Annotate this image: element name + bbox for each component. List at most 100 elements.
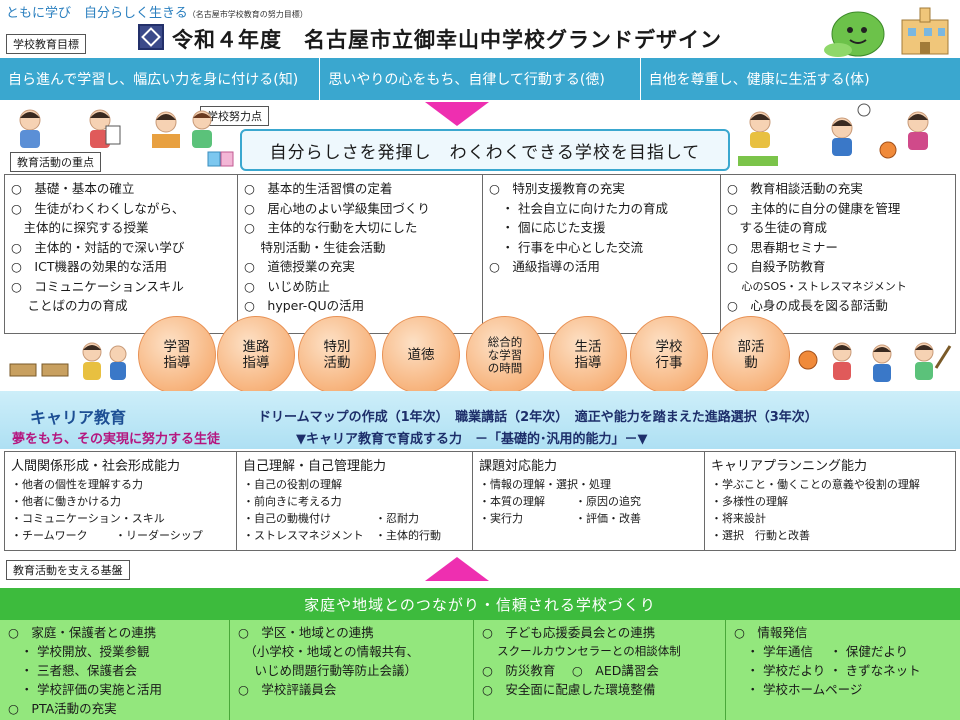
support-item: ○ 防災教育 ○ AED講習会 (482, 663, 659, 678)
support-item: ・ 学校ホームページ (734, 682, 863, 697)
focus-item: ・ 社会自立に向けた力の育成 (489, 200, 668, 216)
ability-item: ・自己の役割の理解 (243, 478, 342, 491)
focus-column-academic: ○ 基礎・基本の確立 ○ 生徒がわくわくしながら、 主体的に探究する授業 ○ 主… (5, 175, 238, 333)
activity-circle: 進路 指導 (217, 316, 295, 394)
ability-head: 自己理解・自己管理能力 (243, 459, 387, 474)
support-item: ・ 学校評価の実施と活用 (8, 682, 162, 697)
activity-circle: 部活 動 (712, 316, 790, 394)
ability-item: ・チームワーク (11, 529, 88, 542)
support-column-safety: ○ 子ども応援委員会との連携 スクールカウンセラーとの相談体制 ○ 防災教育 ○… (474, 620, 726, 720)
focus-item: 主体的に探究する授業 (11, 220, 149, 235)
ability-item: ・コミュニケーション・スキル (11, 512, 165, 525)
abilities-table: 人間関係形成・社会形成能力 ・他者の個性を理解する力 ・他者に働きかける力 ・コ… (4, 451, 956, 551)
focus-column-health: ○ 教育相談活動の充実 ○ 主体的に自分の健康を管理 する生徒の育成 ○ 思春期… (721, 175, 955, 333)
focus-item: ○ 主体的な行動を大切にした (244, 220, 418, 235)
goal-virtue: 思いやりの心をもち、自律して行動する(徳) (320, 58, 641, 100)
focus-item: ○ 心身の成長を図る部活動 (727, 298, 888, 313)
ability-item: ・学ぶこと・働くことの意義や役割の理解 (711, 478, 920, 491)
arrow-up-icon (425, 557, 489, 581)
support-item: ○ 安全面に配慮した環境整備 (482, 682, 656, 697)
ability-item: ・忍耐力 (375, 512, 419, 525)
support-item: （小学校・地域との情報共有、 (238, 644, 420, 659)
focus-points-label: 教育活動の重点 (10, 152, 101, 172)
foundation-label: 教育活動を支える基盤 (6, 560, 130, 580)
focus-item: ○ 主体的・対話的で深い学び (11, 239, 185, 255)
school-emblem-icon (138, 24, 164, 50)
mascot-mountain-illustration (824, 7, 949, 57)
header-caption-main: ともに学び 自分らしく生きる (6, 6, 188, 21)
career-education-band (0, 391, 960, 449)
ability-item: ・原因の追究 (575, 495, 641, 508)
focus-item: ○ 教育相談活動の充実 (727, 181, 863, 196)
support-item: いじめ問題行動等防止会議） (238, 663, 417, 678)
career-programs: ドリームマップの作成（1年次） 職業講話（2年次） 適正や能力を踏まえた進路選択… (258, 410, 818, 425)
activity-circle: 道徳 (382, 316, 460, 394)
goal-health: 自他を尊重し、健康に生活する(体) (648, 72, 870, 88)
focus-item: ○ 居心地のよい学級集団づくり (244, 200, 430, 216)
ability-item: ・他者の個性を理解する力 (11, 478, 143, 491)
support-column-community: ○ 学区・地域との連携 （小学校・地域との情報共有、 いじめ問題行動等防止会議）… (230, 620, 474, 720)
focus-item: ○ コミュニケーションスキル (11, 278, 184, 294)
focus-item: ○ 道徳授業の充実 (244, 259, 355, 274)
focus-item: する生徒の育成 (727, 220, 828, 235)
focus-item: ○ 自殺予防教育 (727, 259, 826, 274)
ability-item: ・他者に働きかける力 (11, 495, 121, 508)
focus-item: ○ 通級指導の活用 (489, 259, 600, 274)
support-item: ・ 学校開放、授業参観 (8, 644, 150, 659)
support-item: ○ 家庭・保護者との連携 (8, 625, 157, 640)
focus-points-table: ○ 基礎・基本の確立 ○ 生徒がわくわくしながら、 主体的に探究する授業 ○ 主… (4, 174, 956, 334)
focus-column-moral: ○ 基本的生活習慣の定着 ○ 居心地のよい学級集団づくり ○ 主体的な行動を大切… (238, 175, 483, 333)
ability-item: ・評価・改善 (575, 512, 641, 525)
ability-item: ・多様性の理解 (711, 495, 788, 508)
support-column-family: ○ 家庭・保護者との連携 ・ 学校開放、授業参観 ・ 三者懇、保護者会 ・ 学校… (0, 620, 230, 720)
ability-head: キャリアプランニング能力 (711, 459, 868, 474)
career-aim: 夢をもち、その実現に努力する生徒 (12, 432, 221, 447)
focus-item: ○ 特別支援教育の充実 (489, 181, 625, 196)
ability-head: 人間関係形成・社会形成能力 (11, 459, 181, 474)
focus-item: ○ 基本的生活習慣の定着 (244, 181, 393, 196)
support-column-information: ○ 情報発信 ・ 学年通信 ・ 保健だより ・ 学校だより ・ きずなネット ・… (726, 620, 960, 720)
activity-circle: 学校 行事 (630, 316, 708, 394)
school-goals-bar: 自ら進んで学習し、幅広い力を身に付ける(知) 思いやりの心をもち、自律して行動す… (0, 58, 960, 100)
ability-item: ・自己の動機付け (243, 512, 331, 525)
focus-item: ○ ICT機器の効果的な活用 (11, 259, 167, 274)
activity-circle: 総合的 な学習 の時間 (466, 316, 544, 394)
header-caption-sub: （名古屋市学校教育の努力目標） (187, 10, 308, 19)
ability-head: 課題対応能力 (479, 459, 558, 474)
ability-item: ・本質の理解 (479, 495, 545, 508)
goal-knowledge: 自ら進んで学習し、幅広い力を身に付ける(知) (0, 58, 321, 100)
club-activities-illustration (798, 342, 952, 382)
students-sports-illustration (738, 103, 929, 166)
focus-column-special-support: ○ 特別支援教育の充実 ・ 社会自立に向けた力の育成 ・ 個に応じた支援 ・ 行… (483, 175, 721, 333)
page-title: 令和４年度 名古屋市立御幸山中学校グランドデザイン (172, 28, 722, 52)
focus-item: ことばの力の育成 (11, 298, 128, 313)
support-item: ○ 学区・地域との連携 (238, 625, 374, 640)
support-item: ・ 三者懇、保護者会 (8, 663, 137, 678)
focus-item: ・ 個に応じた支援 (489, 220, 606, 235)
career-abilities-caption: ▼キャリア教育で育成する力 －「基礎的･汎用的能力」－▼ (296, 432, 648, 447)
ability-item: ・情報の理解・選択・処理 (479, 478, 611, 491)
focus-item: ・ 行事を中心とした交流 (489, 239, 643, 255)
students-studying-illustration (19, 109, 212, 148)
support-table: ○ 家庭・保護者との連携 ・ 学校開放、授業参観 ・ 三者懇、保護者会 ・ 学校… (0, 620, 960, 720)
header-caption: ともに学び 自分らしく生きる（名古屋市学校教育の努力目標） (6, 2, 308, 21)
ability-item: ・リーダーシップ (115, 529, 203, 542)
ability-column: 自己理解・自己管理能力 ・自己の役割の理解 ・前向きに考える力 ・自己の動機付け… (237, 452, 473, 550)
activity-circle: 学習 指導 (138, 316, 216, 394)
activity-circle: 生活 指導 (549, 316, 627, 394)
ability-item: ・主体的行動 (375, 529, 441, 542)
activity-circle: 特別 活動 (298, 316, 376, 394)
ability-column: キャリアプランニング能力 ・学ぶこと・働くことの意義や役割の理解 ・多様性の理解… (705, 452, 955, 550)
support-item: ・ 学年通信 ・ 保健だより (734, 644, 909, 659)
abc-blocks-icon (207, 151, 234, 167)
focus-item: ○ 生徒がわくわくしながら、 (11, 200, 185, 216)
support-item: ○ 子ども応援委員会との連携 (482, 625, 656, 640)
focus-statement: 自分らしさを発揮し わくわくできる学校を目指して (240, 129, 730, 171)
focus-item: ○ hyper-QUの活用 (244, 298, 365, 313)
support-title: 家庭や地域とのつながり・信頼される学校づくり (0, 588, 960, 620)
focus-item: ○ 基礎・基本の確立 (11, 181, 135, 196)
focus-item: 心のSOS・ストレスマネジメント (727, 279, 907, 293)
ability-item: ・将来設計 (711, 512, 766, 525)
focus-item: ○ いじめ防止 (244, 278, 330, 294)
classroom-illustration (9, 342, 127, 380)
